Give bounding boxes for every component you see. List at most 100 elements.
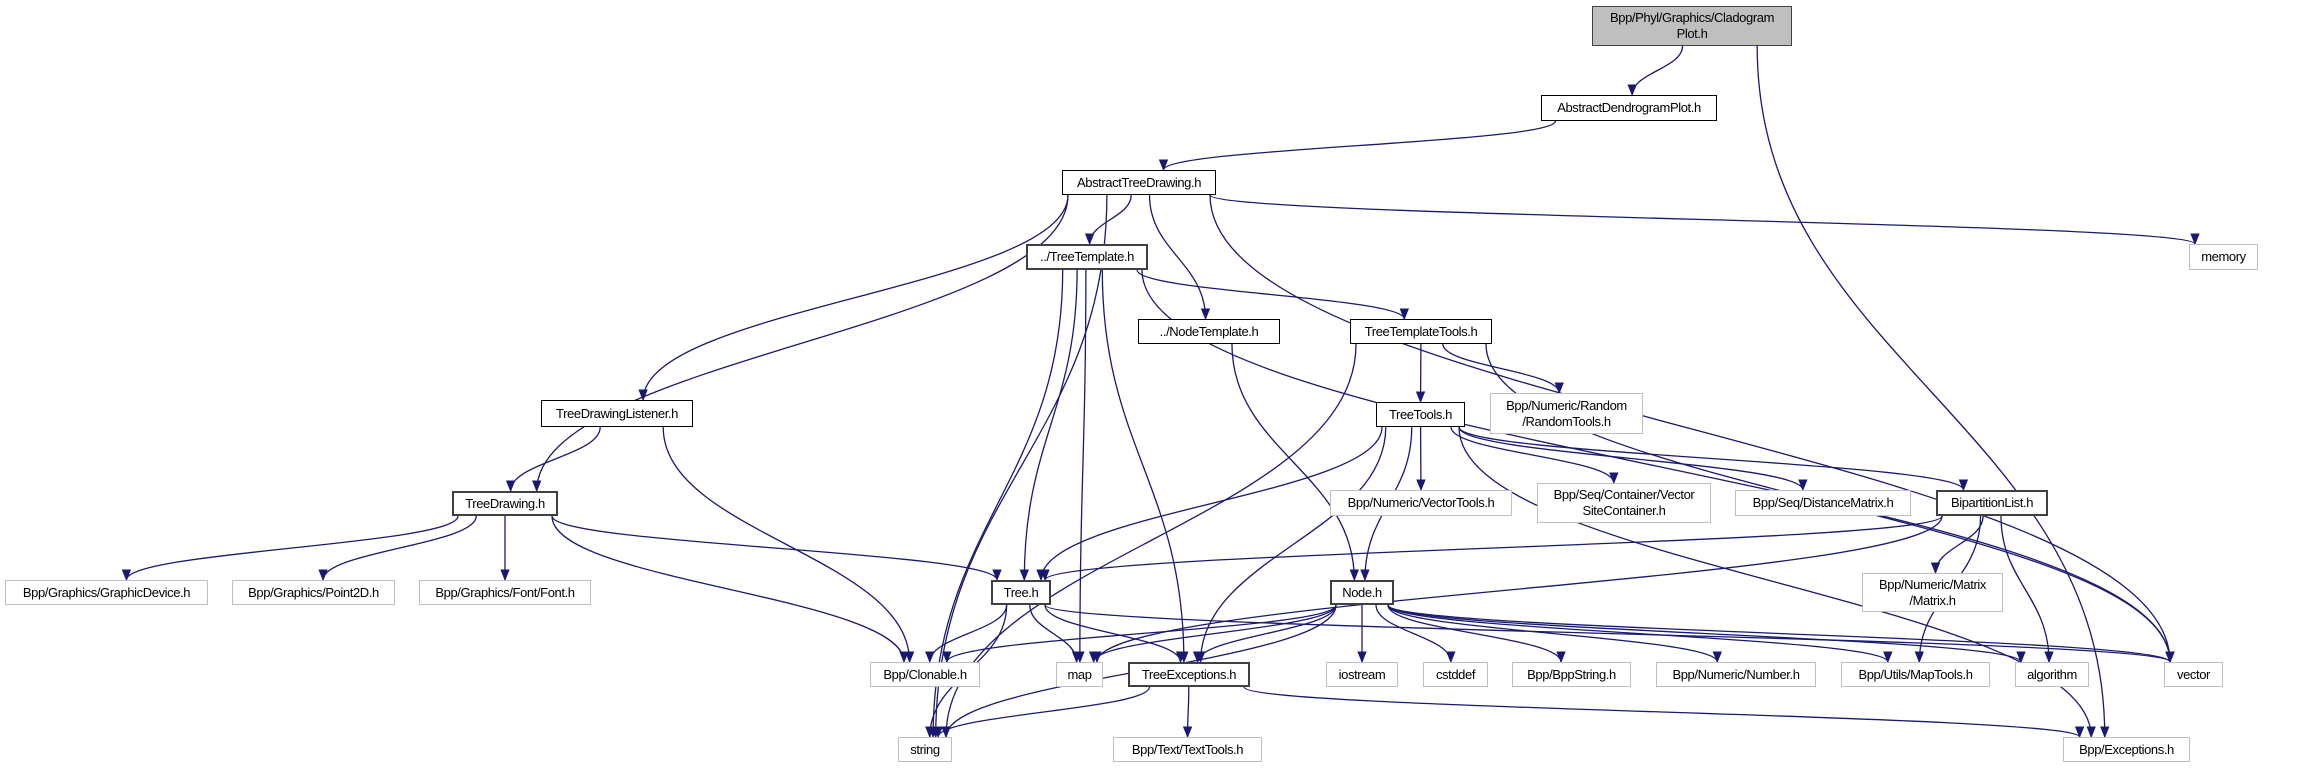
edge-tree-to-treeexc: [1044, 604, 1186, 664]
node-label: Bpp/Graphics/GraphicDevice.h: [22, 584, 191, 600]
edge-treeexc-to-exceptions: [1243, 686, 2084, 739]
node-label: Bpp/Numeric/VectorTools.h: [1347, 495, 1495, 510]
node-label: AbstractTreeDrawing.h: [1076, 174, 1202, 190]
edge-treetools-to-distmatrix: [1458, 426, 1808, 492]
node-memory: memory: [2189, 244, 2258, 270]
edge-atd-to-treedrawing: [532, 194, 1069, 493]
node-label: Bpp/Numeric/Number.h: [1672, 666, 1800, 682]
node-treetools[interactable]: TreeTools.h: [1376, 402, 1465, 427]
edge-treedrawing-to-point2d: [318, 515, 477, 582]
edge-atd-to-string: [931, 194, 1108, 739]
node-label: memory: [2201, 249, 2246, 264]
edge-cladogram-to-dendro: [1627, 45, 1684, 97]
edge-atd-to-nodetemplate: [1148, 194, 1211, 321]
edge-treedrawing-to-clonable: [551, 515, 909, 664]
node-treetemplate[interactable]: ../TreeTemplate.h: [1026, 244, 1148, 270]
node-label: Bpp/Seq/Container/Vector: [1553, 487, 1695, 502]
edge-atd-to-tdl: [638, 194, 1069, 402]
edge-nodetemplate-to-node: [1231, 343, 1360, 582]
node-point2d: Bpp/Graphics/Point2D.h: [232, 580, 395, 605]
node-node[interactable]: Node.h: [1330, 580, 1394, 605]
node-treeexc[interactable]: TreeExceptions.h: [1128, 662, 1250, 687]
node-distmatrix: Bpp/Seq/DistanceMatrix.h: [1735, 490, 1911, 516]
node-algorithm: algorithm: [2015, 662, 2089, 687]
edge-atd-to-vector: [1209, 194, 2175, 664]
node-label: Bpp/BppString.h: [1527, 666, 1616, 682]
edge-treetools-to-bipart: [1458, 426, 1968, 492]
node-ttt[interactable]: TreeTemplateTools.h: [1350, 319, 1492, 344]
edge-node-to-treeexc: [1193, 604, 1337, 664]
node-label: TreeTemplateTools.h: [1364, 323, 1478, 339]
node-label: algorithm: [2027, 666, 2077, 682]
node-texttools: Bpp/Text/TextTools.h: [1113, 737, 1262, 762]
node-treedrawing[interactable]: TreeDrawing.h: [452, 491, 558, 516]
node-vector: vector: [2164, 662, 2223, 687]
node-number: Bpp/Numeric/Number.h: [1656, 662, 1816, 687]
node-label: Bpp/Graphics/Font/Font.h: [435, 584, 575, 600]
node-label: Bpp/Graphics/Point2D.h: [248, 584, 379, 600]
node-cstddef: cstddef: [1423, 662, 1488, 687]
edge-tree-to-vector: [1044, 604, 2175, 664]
edge-treeexc-to-texttools: [1182, 686, 1193, 739]
edge-treetemplate-to-treeexc: [1101, 269, 1189, 664]
node-label: TreeExceptions.h: [1141, 666, 1237, 682]
edge-node-to-algorithm: [1387, 604, 2026, 664]
edge-atd-to-memory: [1209, 194, 2200, 246]
node-matrix: Bpp/Numeric/Matrix/Matrix.h: [1862, 573, 2003, 612]
edge-bipart-to-algorithm: [2000, 515, 2054, 664]
node-label: Bpp/Seq/DistanceMatrix.h: [1752, 495, 1894, 510]
node-clonable: Bpp/Clonable.h: [870, 662, 980, 687]
edge-tdl-to-treedrawing: [505, 426, 601, 493]
edge-cladogram-to-exceptions: [1756, 45, 2110, 739]
node-label: TreeDrawingListener.h: [556, 405, 678, 421]
node-tdl[interactable]: TreeDrawingListener.h: [541, 400, 693, 427]
node-nodetemplate[interactable]: ../NodeTemplate.h: [1138, 319, 1280, 344]
node-label: Bpp/Utils/MapTools.h: [1858, 666, 1973, 682]
edge-node-to-bppstring: [1387, 604, 1566, 664]
node-maptools: Bpp/Utils/MapTools.h: [1841, 662, 1990, 687]
node-label: Bpp/Text/TextTools.h: [1131, 741, 1244, 757]
node-bppstring: Bpp/BppString.h: [1512, 662, 1631, 687]
node-label: Bpp/Numeric/Matrix: [1879, 576, 1986, 592]
edge-node-to-clonable: [942, 604, 1337, 664]
node-font: Bpp/Graphics/Font/Font.h: [419, 580, 591, 605]
edge-tdl-to-clonable: [662, 426, 915, 664]
edge-treetemplate-to-ttt: [1136, 269, 1409, 321]
edge-treedrawing-to-tree: [551, 515, 1002, 582]
node-dendro[interactable]: AbstractDendrogramPlot.h: [1541, 95, 1717, 121]
edge-node-to-vector: [1387, 604, 2175, 664]
node-label: vector: [2176, 666, 2210, 682]
node-label: /Matrix.h: [1909, 592, 1956, 608]
node-label: BipartitionList.h: [1950, 495, 2034, 510]
node-label: Bpp/Numeric/Random: [1506, 397, 1627, 413]
node-label: map: [1067, 666, 1092, 682]
node-label: Tree.h: [1003, 584, 1039, 600]
edge-treetools-to-tree: [1036, 426, 1383, 582]
node-map: map: [1056, 662, 1103, 687]
edge-node-to-map: [1089, 604, 1337, 664]
edge-ttt-to-randomtools: [1442, 343, 1564, 395]
edge-tree-to-clonable: [925, 604, 1008, 664]
edge-bipart-to-tree: [1040, 515, 1943, 582]
node-iostream: iostream: [1326, 662, 1398, 687]
node-vectortools: Bpp/Numeric/VectorTools.h: [1330, 490, 1512, 516]
edge-treetemplate-to-string: [928, 269, 1064, 739]
node-label: /RandomTools.h: [1522, 413, 1611, 429]
edge-treedrawing-to-graphicdevice: [121, 515, 459, 582]
node-tree[interactable]: Tree.h: [991, 580, 1051, 605]
node-string: string: [898, 737, 952, 762]
node-label: iostream: [1338, 666, 1386, 682]
node-label: TreeDrawing.h: [465, 495, 545, 511]
node-label: SiteContainer.h: [1582, 503, 1666, 518]
node-bipart[interactable]: BipartitionList.h: [1936, 490, 2048, 516]
node-label: string: [910, 741, 940, 757]
edge-dendro-to-atd: [1159, 120, 1557, 172]
node-label: Bpp/Clonable.h: [883, 666, 967, 682]
node-label: TreeTools.h: [1388, 406, 1453, 422]
node-atd[interactable]: AbstractTreeDrawing.h: [1062, 170, 1216, 195]
edge-node-to-number: [1387, 604, 1722, 664]
